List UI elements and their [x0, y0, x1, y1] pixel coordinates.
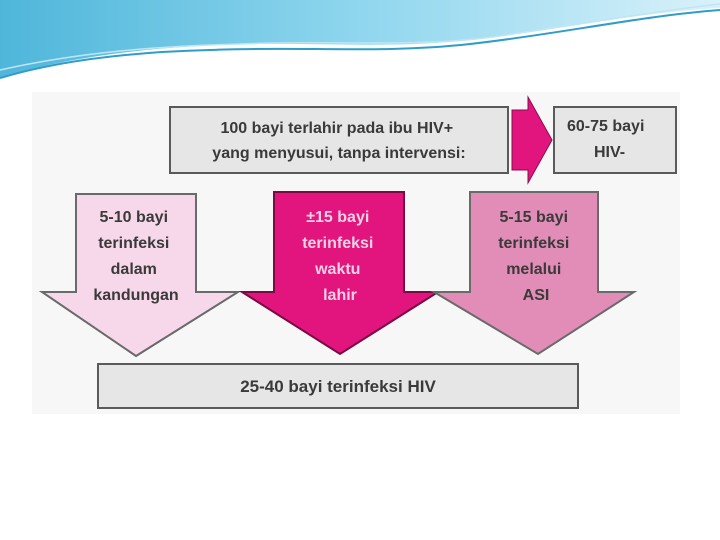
- pointer-arrow: [511, 95, 553, 185]
- arrow-in-utero: [38, 193, 242, 358]
- arrow-3-line-2: terinfeksi: [498, 235, 569, 252]
- arrow-2-line-3: waktu: [314, 261, 360, 278]
- right-box-line-2: HIV-: [594, 144, 625, 161]
- bottom-box-label: 25-40 bayi terinfeksi HIV: [240, 377, 436, 396]
- top-box-line-2: yang menyusui, tanpa intervensi:: [212, 145, 465, 162]
- right-box: [553, 106, 677, 174]
- arrow-3-line-1: 5-15 bayi: [500, 209, 568, 226]
- arrow-3-line-3: melalui: [506, 261, 561, 278]
- arrow-2-line-2: terinfeksi: [302, 235, 373, 252]
- top-box: [169, 106, 509, 174]
- arrow-2-line-1: ±15 bayi: [306, 209, 369, 226]
- arrow-breastfeeding: [430, 191, 638, 356]
- arrow-1-line-4: kandungan: [93, 287, 178, 304]
- arrow-3-line-4: ASI: [523, 287, 550, 304]
- arrow-1-line-2: terinfeksi: [98, 235, 169, 252]
- right-box-line-1: 60-75 bayi: [567, 118, 644, 135]
- arrow-at-birth: [238, 191, 442, 356]
- top-box-line-1: 100 bayi terlahir pada ibu HIV+: [221, 120, 454, 137]
- svg-text:5-10 bayi terinfeksi d: 5-10 bayi terinfeksi dalam kandungan: [93, 209, 178, 304]
- arrow-2-line-4: lahir: [323, 287, 357, 304]
- svg-text:100 bayi terlahir pada ibu HIV: 100 bayi terlahir pada ibu HIV+ yang men…: [212, 120, 465, 162]
- bottom-box: [97, 363, 579, 409]
- header-wave: [0, 0, 720, 79]
- svg-text:60-75 bayi HIV-: 60-75 bayi HIV-: [567, 118, 649, 161]
- arrow-1-line-1: 5-10 bayi: [100, 209, 168, 226]
- svg-text:±15 bayi terinfeksi wa: ±15 bayi terinfeksi waktu lahir: [302, 209, 378, 304]
- svg-text:5-15 bayi terinfeksi m: 5-15 bayi terinfeksi melalui ASI: [498, 209, 574, 304]
- arrow-1-line-3: dalam: [111, 261, 157, 278]
